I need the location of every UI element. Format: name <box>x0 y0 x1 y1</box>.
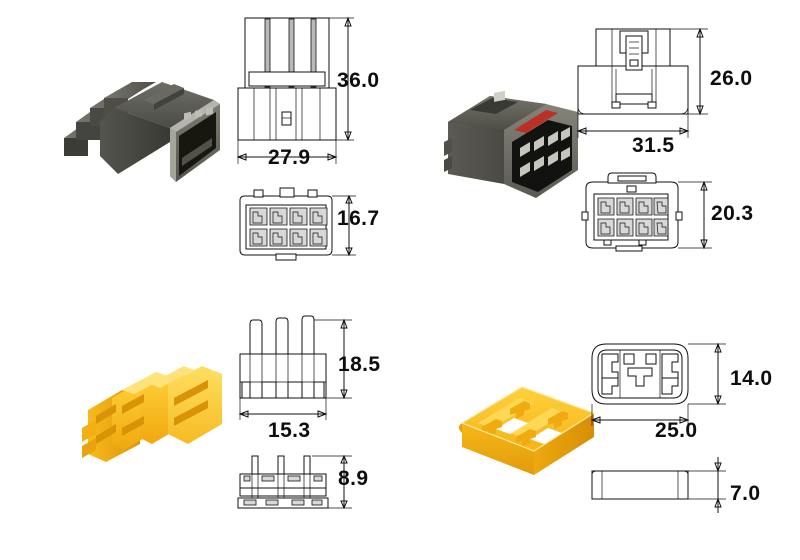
dim-comb-width: 15.3 <box>268 419 311 442</box>
yellow-block-photo <box>452 375 602 490</box>
dim-female-height: 26.0 <box>710 67 753 90</box>
dim-block-width: 25.0 <box>655 419 698 442</box>
dim-block-height: 14.0 <box>730 367 773 390</box>
male-side-view-drawing <box>236 14 346 144</box>
male-front-view-drawing <box>236 186 346 271</box>
quadrant-yellow-comb: 18.5 15.3 <box>0 280 400 560</box>
female-connector-photo <box>442 82 582 207</box>
block-face-view-drawing <box>590 342 710 432</box>
dim-comb-height: 18.5 <box>338 353 381 376</box>
quadrant-yellow-block: 14.0 25.0 <box>400 280 800 560</box>
quadrant-female-housing: 26.0 31.5 <box>400 0 800 280</box>
quadrant-male-housing: 36.0 27.9 <box>0 0 400 280</box>
dim-male-width: 27.9 <box>268 146 311 169</box>
dim-male-height: 36.0 <box>337 69 380 92</box>
male-connector-photo <box>58 78 228 203</box>
block-side-view-drawing <box>590 465 710 525</box>
comb-front-view-drawing <box>236 315 346 416</box>
female-front-view-drawing <box>582 170 702 265</box>
dim-female-face-height: 20.3 <box>711 202 754 225</box>
dim-male-face-height: 16.7 <box>337 207 380 230</box>
dim-block-thickness: 7.0 <box>730 482 761 505</box>
yellow-comb-photo <box>82 362 227 472</box>
dim-female-width: 31.5 <box>632 134 675 157</box>
comb-top-view-drawing <box>236 452 346 522</box>
female-side-view-drawing <box>576 24 696 134</box>
dim-comb-depth: 8.9 <box>338 467 369 490</box>
